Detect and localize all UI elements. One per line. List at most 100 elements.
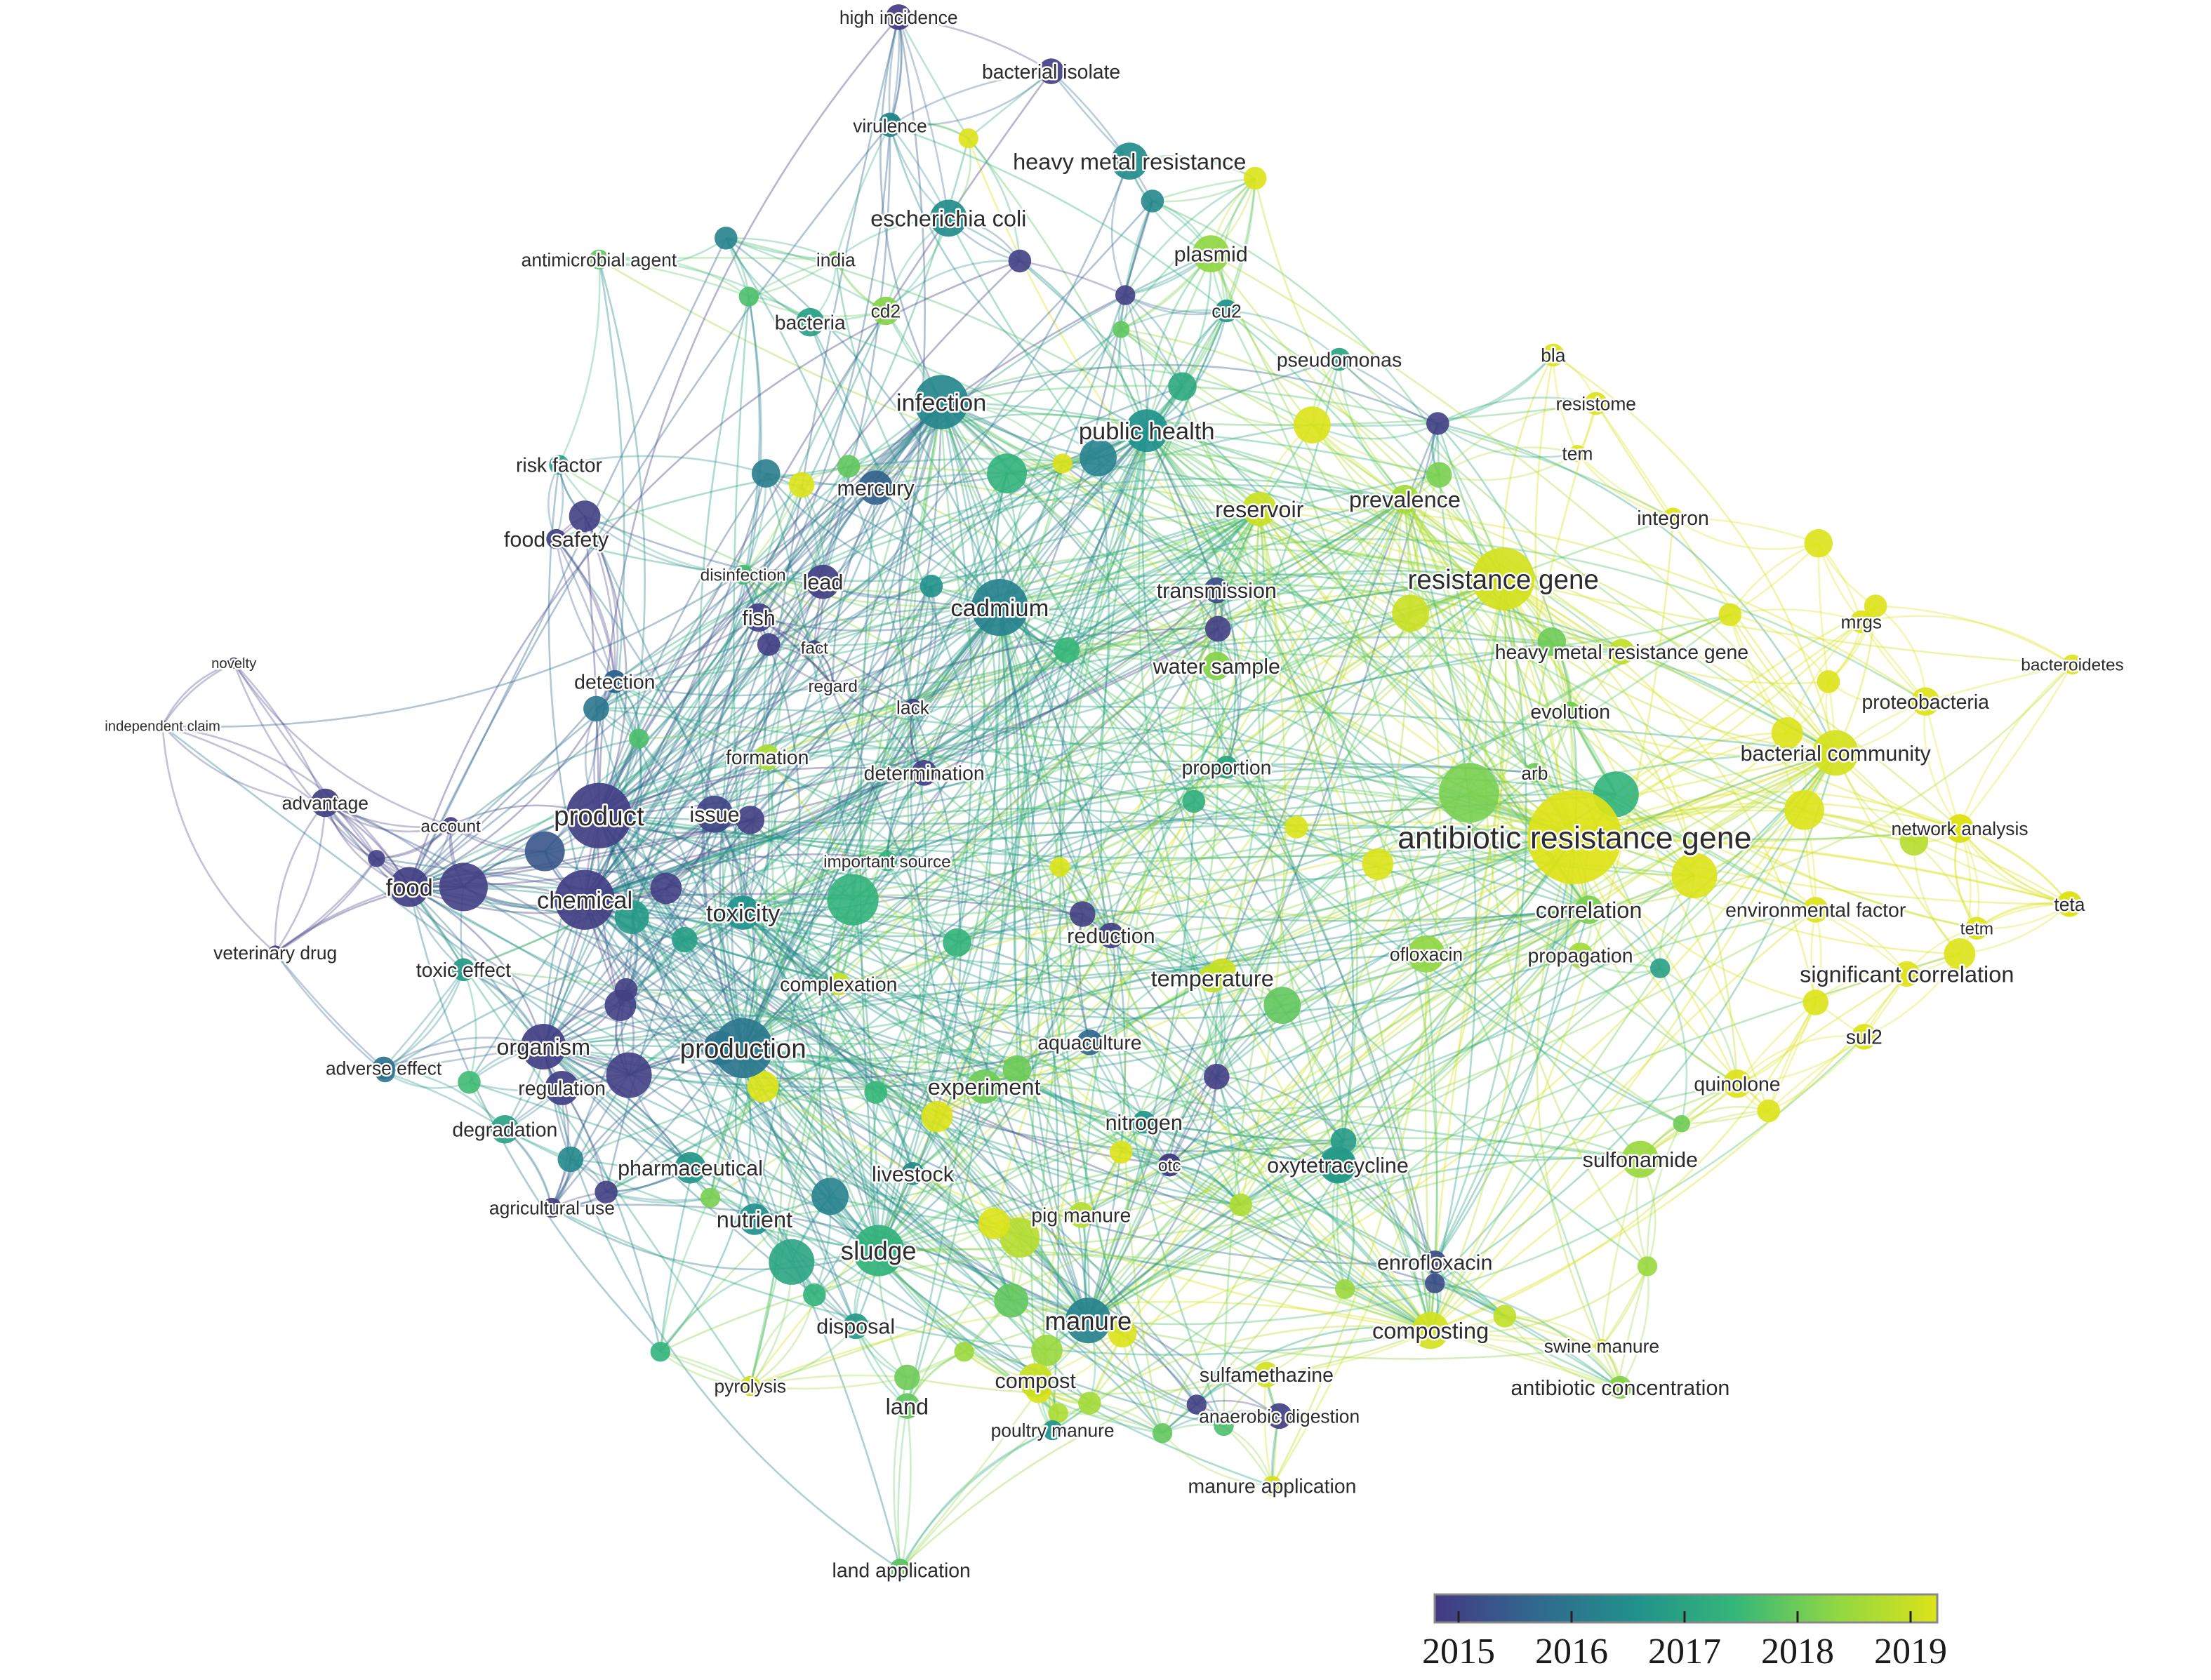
co-occurrence-link [1120,309,1227,331]
co-occurrence-link [912,578,1504,1175]
co-occurrence-link [877,914,1084,1252]
co-occurrence-link [1767,1002,1817,1112]
node-label: pig manure [1031,1205,1131,1227]
co-occurrence-link [1120,430,1219,1153]
node-anaerobic-digestion: anaerobic digestion [1197,1403,1362,1429]
co-occurrence-link [659,836,1575,1353]
co-occurrence-link [233,662,378,860]
co-occurrence-link [1437,423,1576,838]
co-occurrence-link [1534,354,1576,838]
co-occurrence-link [898,401,943,708]
node-label: risk factor [516,455,602,477]
keyword-bubble [1263,987,1301,1024]
node-product: product [552,782,646,849]
co-occurrence-link [1087,613,1731,1321]
co-occurrence-link [1958,827,2070,905]
co-occurrence-link [1429,967,1661,1331]
co-occurrence-link [665,824,1575,890]
node-bubble [311,788,340,818]
co-occurrence-link [1240,509,1287,1206]
co-occurrence-link [1266,1329,1431,1376]
co-occurrence-link [409,237,727,888]
co-occurrence-link [625,909,1589,992]
co-occurrence-link [614,508,1260,683]
co-occurrence-link [1438,446,1578,476]
co-occurrence-link [1210,253,1837,754]
node-label: toxic effect [416,959,511,982]
co-occurrence-link [544,851,1089,1321]
co-occurrence-link [1141,430,1345,1142]
keyword-bubble [827,874,879,926]
co-occurrence-link [743,977,1213,1049]
co-occurrence-link [941,401,1219,629]
co-occurrence-link [598,138,969,817]
co-occurrence-link [599,815,1575,859]
co-occurrence-link [703,617,760,1048]
co-occurrence-link [1409,612,1836,758]
node-disinfection: disinfection [698,564,788,587]
co-occurrence-link [1429,517,1674,1331]
node-proteobacteria: proteobacteria [1860,687,1991,716]
co-occurrence-link [1600,1159,1642,1347]
co-occurrence-link [940,401,1113,936]
node-bubble [1472,547,1535,611]
node-bubble [1266,1403,1292,1429]
node-pharmaceutical: pharmaceutical [616,1152,764,1184]
co-occurrence-link [584,296,761,901]
node-label: bacterial community [1741,742,1932,766]
node-label: integron [1637,507,1709,530]
co-occurrence-link [584,296,762,901]
co-occurrence-link [543,589,1217,1048]
co-occurrence-link [1226,309,1340,361]
co-occurrence-link [570,909,1589,1161]
co-occurrence-link [889,70,1051,126]
node-label: sludge [841,1236,917,1265]
co-occurrence-link [1211,826,1297,979]
node-issue: issue [688,795,741,833]
node-label: pharmaceutical [618,1156,763,1180]
co-occurrence-link [767,754,925,774]
co-occurrence-link [1767,1001,1817,1112]
node-bubble [827,251,845,268]
co-occurrence-link [999,606,1127,1321]
co-occurrence-link [936,578,1504,1117]
co-occurrence-link [1404,498,1553,643]
co-occurrence-link [912,607,1019,1174]
co-occurrence-link [598,636,1622,817]
co-occurrence-link [599,710,1569,842]
node-bubble [827,972,851,996]
co-occurrence-link [829,578,1504,1197]
co-occurrence-link [924,508,1261,774]
node-label: novelty [211,656,257,672]
co-occurrence-link [1259,509,1379,865]
co-occurrence-link [543,1046,691,1169]
keyword-bubble [803,1283,826,1307]
co-occurrence-link [999,607,1060,1431]
co-occurrence-link [1434,1282,1621,1388]
co-occurrence-link [639,498,1406,740]
co-occurrence-link [1337,909,1590,1166]
keyword-bubble [1186,1394,1207,1415]
co-occurrence-link [701,617,760,1048]
co-occurrence-link [324,801,744,1049]
co-occurrence-link [999,429,1148,608]
co-occurrence-link [1860,621,1927,702]
co-occurrence-link [999,201,1154,608]
node-bubble [738,1204,771,1235]
co-occurrence-link [750,1325,857,1387]
node-label: bacteria [775,312,846,335]
node-label: anaerobic digestion [1199,1406,1360,1427]
node-land: land [884,1392,930,1421]
co-occurrence-link [948,217,1148,432]
co-occurrence-link [1058,430,1164,1434]
co-occurrence-link [742,17,900,913]
node-antimicrobial-agent: antimicrobial agent [519,248,679,272]
node-label: resistome [1556,394,1636,415]
node-label: important source [823,853,951,872]
node-label: sulfamethazine [1200,1364,1334,1387]
co-occurrence-link [719,644,770,1048]
keyword-bubble [1944,938,1976,970]
node-significant-correlation: significant correlation [1798,960,2016,989]
co-occurrence-link [544,578,1503,853]
co-occurrence-link [742,606,1001,1048]
